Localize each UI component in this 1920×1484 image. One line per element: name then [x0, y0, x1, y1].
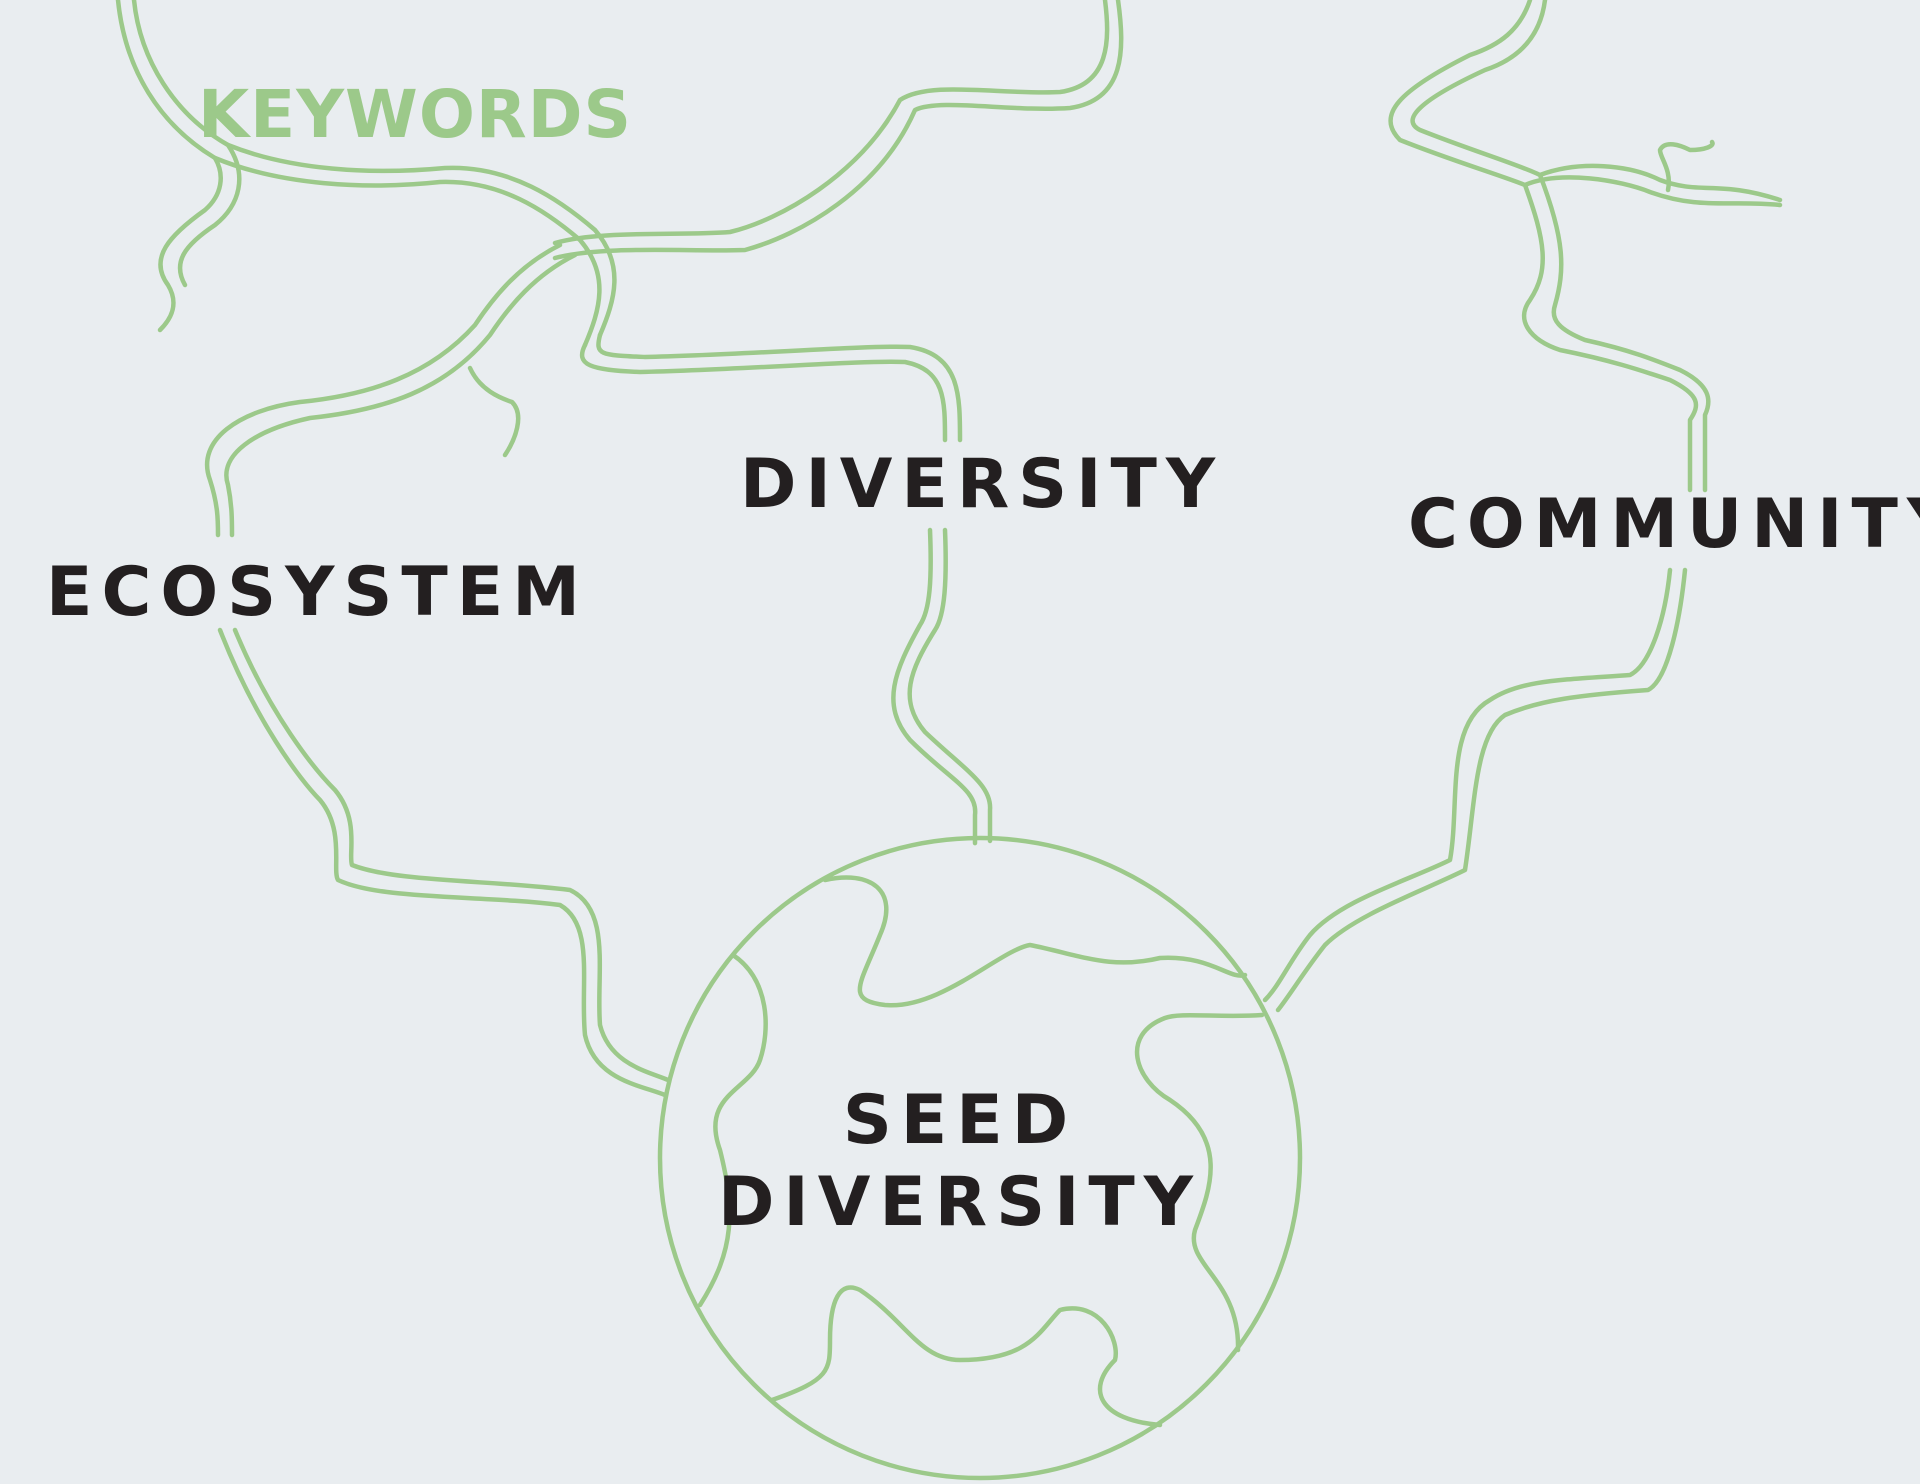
- root-community-low-outer: [1262, 567, 1673, 1003]
- center-label-line1: SEED: [842, 1081, 1078, 1160]
- root-community-top-inner: [1410, 0, 1711, 493]
- root-diversity-stem-outer: [891, 527, 978, 846]
- root-ecosystem-low-outer: [217, 627, 668, 1098]
- root-ecosystem-low-inner: [232, 627, 671, 1083]
- root-community-branch: [1522, 175, 1783, 208]
- root-community-top-outer: [1388, 0, 1699, 493]
- root-top-arc-inner: [596, 332, 963, 443]
- root-ecosystem-top-outer: [204, 242, 563, 538]
- root-upper-arc-outer: [552, 0, 1110, 246]
- keyword-diversity: DIVERSITY: [740, 445, 1225, 524]
- globe-outline: [657, 835, 1303, 1481]
- root-upper-arc-inner: [552, 0, 1124, 261]
- globe-continent-right: [1134, 1012, 1265, 1353]
- root-ecosystem-top-inner: [224, 252, 578, 538]
- globe-continent-top: [822, 875, 1248, 1008]
- root-top-arc-outer: [579, 342, 948, 443]
- globe-continent-left: [697, 952, 768, 1308]
- root-small-left: [157, 155, 223, 333]
- keywords-heading: KEYWORDS: [198, 76, 633, 153]
- root-diversity-stem-inner: [907, 527, 993, 844]
- root-small-middle: [467, 365, 521, 458]
- keyword-ecosystem: ECOSYSTEM: [46, 553, 589, 632]
- center-label-line2: DIVERSITY: [717, 1163, 1203, 1242]
- root-community-branch-b: [1537, 163, 1783, 203]
- keyword-community: COMMUNITY: [1408, 485, 1920, 564]
- globe-continent-bottom: [769, 1285, 1163, 1428]
- center-label: SEED DIVERSITY: [700, 1080, 1220, 1244]
- root-small-left-b: [177, 142, 242, 288]
- root-community-curl: [1657, 139, 1715, 193]
- root-top-left-inner: [131, 0, 617, 338]
- root-community-low-inner: [1275, 567, 1688, 1013]
